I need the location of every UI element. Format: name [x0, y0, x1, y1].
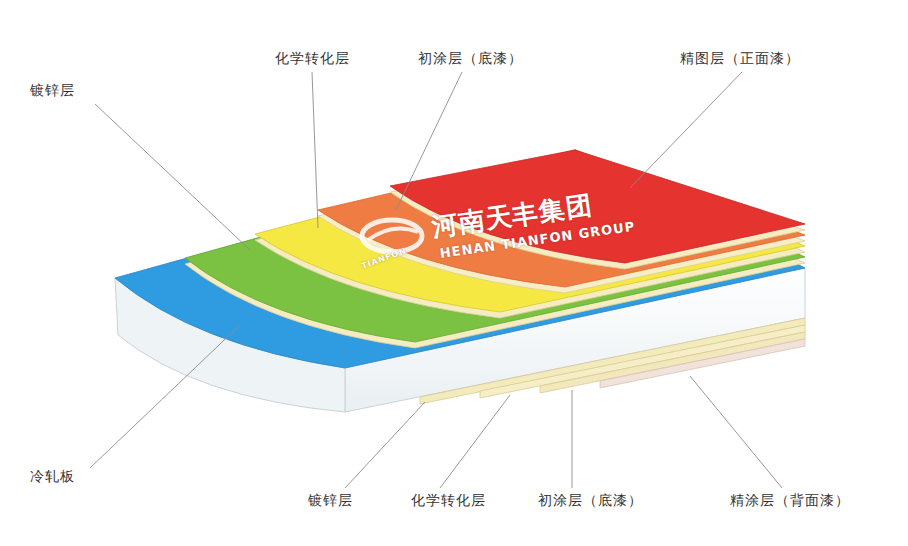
primer-layer: [318, 150, 805, 287]
layer-label: 冷轧板: [30, 468, 75, 485]
layer-label: 镀锌层: [308, 492, 353, 509]
layer-label: 镀锌层: [30, 82, 75, 99]
layer-label: 初涂层（底漆）: [418, 50, 523, 67]
topcoat-layer: [390, 150, 805, 263]
back-primer-strip: [540, 332, 805, 393]
layer-label: 初涂层（底漆）: [538, 492, 643, 509]
zinc-layer: [185, 150, 805, 342]
steel-top-surface: [115, 150, 805, 368]
layer-label: 精涂层（背面漆）: [730, 492, 850, 509]
conversion-layer: [255, 150, 805, 312]
layer-label: 化学转化层: [275, 50, 350, 67]
back-coat-strip: [600, 339, 805, 388]
layer-label: 精图层（正面漆）: [680, 50, 800, 67]
layer-label: 化学转化层: [411, 492, 486, 509]
back-conversion-strip: [480, 325, 805, 398]
watermark-logo: [362, 220, 422, 252]
leader-lines: [90, 72, 782, 488]
